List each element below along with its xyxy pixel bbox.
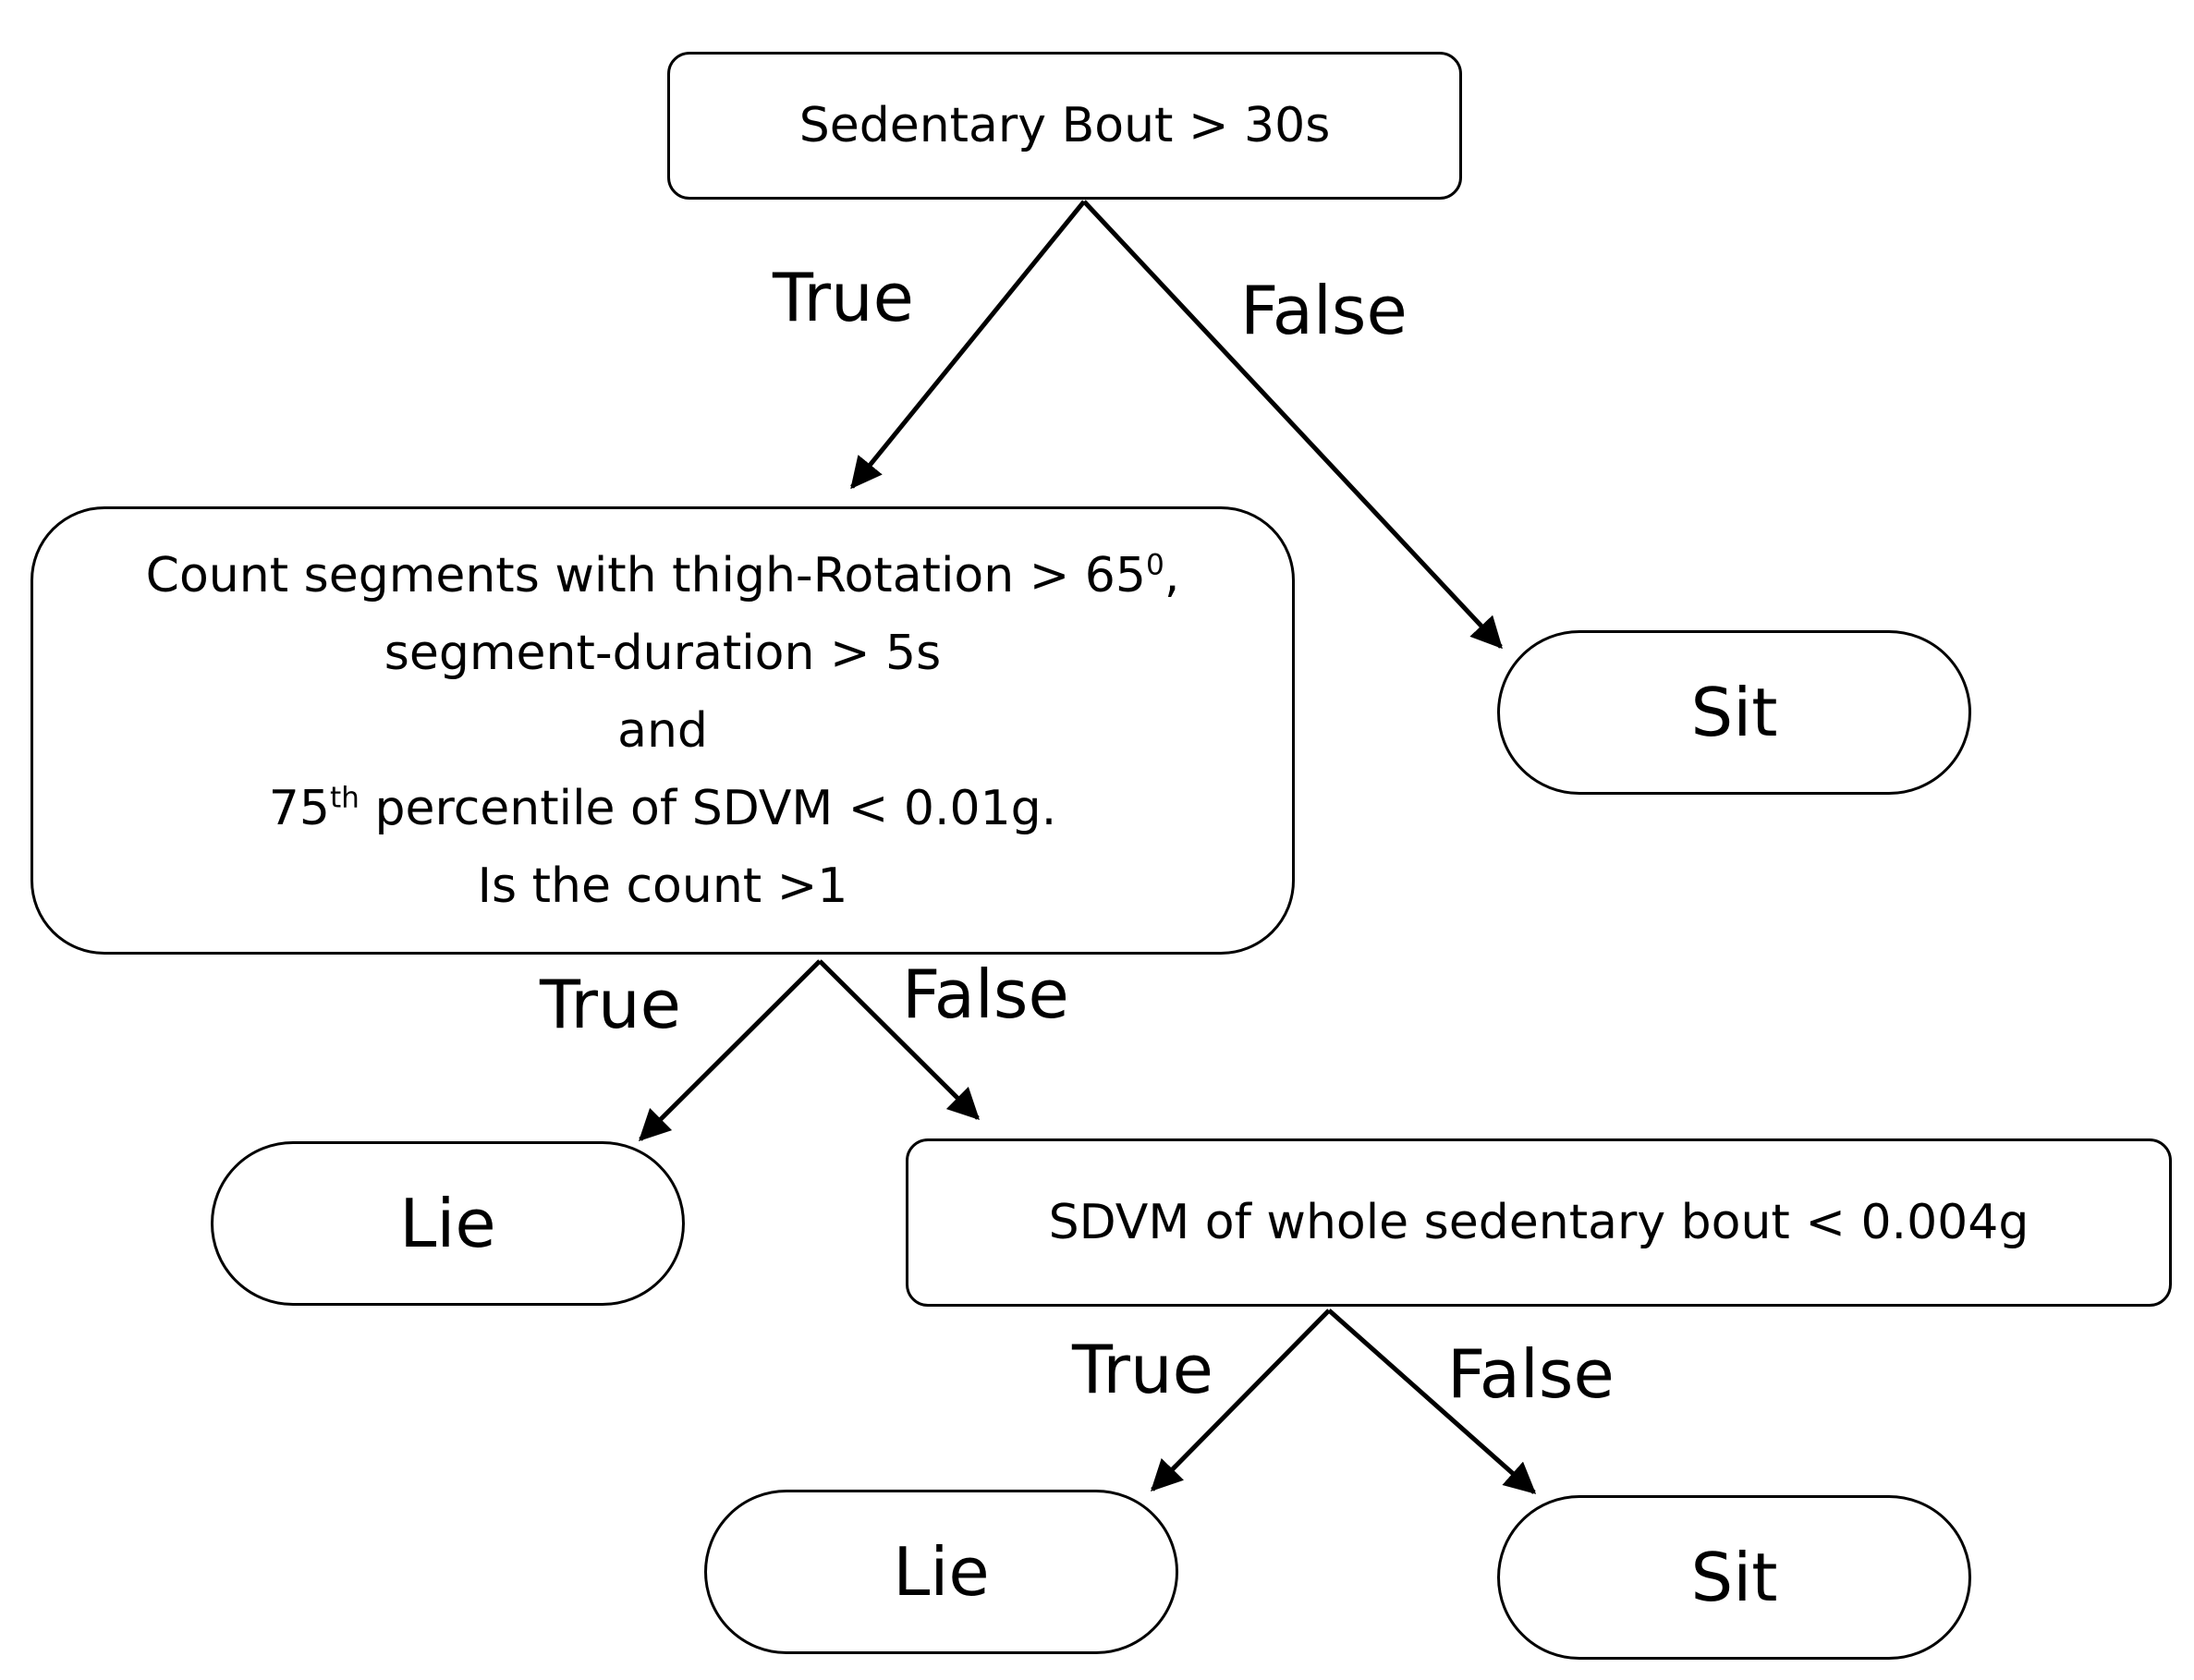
root-decision-node: Sedentary Bout > 30s [667,52,1462,200]
edge-label-count-true: True [540,966,681,1043]
count-decision-node: Count segments with thigh-Rotation > 650… [30,506,1295,955]
arrow-root-true [850,200,1086,490]
leaf-sit-top: Sit [1497,630,1971,795]
count-line-5: Is the count >1 [477,858,848,914]
edge-label-root-false: False [1240,272,1408,349]
root-decision-text: Sedentary Bout > 30s [798,98,1331,153]
leaf-lie-bottom-label: Lie [893,1533,990,1611]
sdvm-decision-text: SDVM of whole sedentary bout < 0.004g [1048,1195,2029,1250]
edge-label-sdvm-false: False [1447,1335,1615,1413]
leaf-sit-bottom-label: Sit [1690,1539,1778,1616]
arrow-count-true [638,959,822,1141]
edge-label-root-true: True [773,259,914,336]
sdvm-decision-node: SDVM of whole sedentary bout < 0.004g [906,1138,2172,1307]
count-line-2: segment-duration > 5s [384,625,942,681]
leaf-lie-bottom: Lie [704,1490,1178,1654]
leaf-lie-mid-label: Lie [399,1185,496,1262]
edge-label-count-false: False [902,956,1069,1033]
count-line-3: and [617,702,708,759]
arrow-count-false [818,959,981,1120]
arrow-sdvm-true [1151,1309,1331,1492]
leaf-sit-top-label: Sit [1690,674,1778,751]
arrow-root-false [1082,200,1503,650]
leaf-sit-bottom: Sit [1497,1495,1971,1660]
arrow-sdvm-false [1327,1309,1537,1494]
count-line-4: 75th percentile of SDVM < 0.01g. [268,780,1057,836]
leaf-lie-mid: Lie [211,1141,685,1306]
count-line-1: Count segments with thigh-Rotation > 650… [145,547,1180,603]
edge-label-sdvm-true: True [1072,1331,1213,1408]
